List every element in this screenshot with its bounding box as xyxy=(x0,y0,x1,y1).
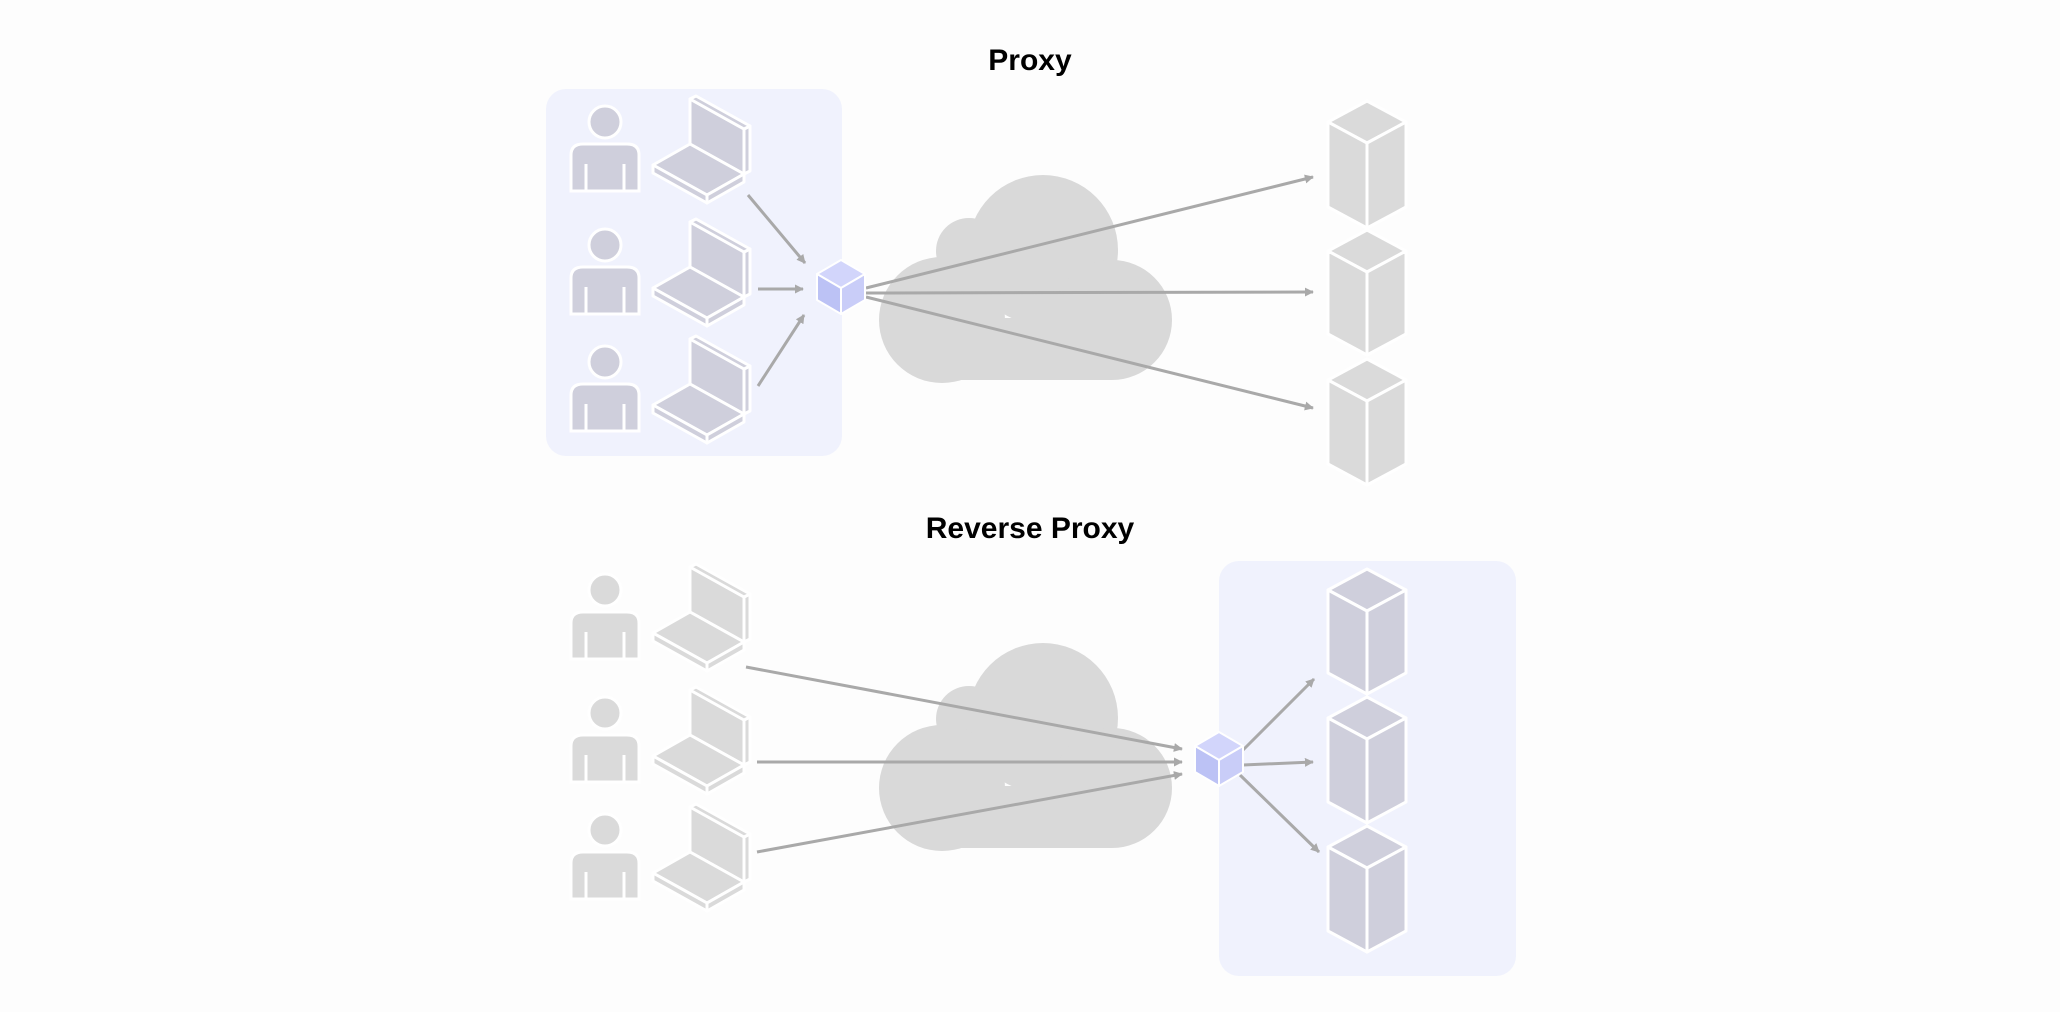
laptop-icon xyxy=(651,685,752,796)
arrow-proxy-to-server2 xyxy=(865,287,1314,297)
server-3 xyxy=(1326,824,1408,954)
client-2 xyxy=(569,685,752,796)
arrow-proxy-to-server3 xyxy=(1238,773,1321,854)
reverse-proxy-arrows xyxy=(745,665,1321,854)
arrow-client1-to-proxy xyxy=(745,665,1183,752)
arrow-client1-to-proxy xyxy=(746,194,807,264)
laptop-icon xyxy=(651,217,752,328)
client-2 xyxy=(569,217,752,328)
client-3 xyxy=(569,334,752,445)
server-1 xyxy=(1326,99,1408,230)
server-cube-icon xyxy=(1326,824,1408,954)
cloud-icon xyxy=(879,175,1172,383)
arrow-proxy-to-server1 xyxy=(1241,677,1316,752)
arrow-proxy-to-server2 xyxy=(1242,757,1314,767)
arrow-proxy-to-server3 xyxy=(865,295,1314,411)
arrow-client3-to-proxy xyxy=(756,314,806,387)
client-1 xyxy=(569,562,752,673)
server-cube-icon xyxy=(1326,357,1408,487)
laptop-icon xyxy=(651,334,752,445)
user-icon xyxy=(569,344,641,433)
proxy-title: Proxy xyxy=(988,44,1072,77)
server-cube-icon xyxy=(1326,99,1408,230)
user-icon xyxy=(569,572,641,661)
server-cube-icon xyxy=(1326,228,1408,357)
arrow-client3-to-proxy xyxy=(756,771,1183,854)
proxy-section: Proxy xyxy=(546,44,1408,487)
reverse-proxy-title: Reverse Proxy xyxy=(926,512,1135,545)
user-icon xyxy=(569,104,641,193)
server-3 xyxy=(1326,357,1408,487)
laptop-icon xyxy=(651,94,752,205)
server-cube-icon xyxy=(1326,567,1408,696)
user-icon xyxy=(569,695,641,784)
proxy-cube-icon xyxy=(816,259,866,315)
server-1 xyxy=(1326,567,1408,696)
server-2 xyxy=(1326,228,1408,357)
proxy-cube-icon xyxy=(1194,731,1244,787)
server-cube-icon xyxy=(1326,695,1408,825)
client-3 xyxy=(569,802,752,913)
laptop-icon xyxy=(651,562,752,673)
reverse-proxy-section: Reverse Proxy xyxy=(569,512,1516,976)
client-1 xyxy=(569,94,752,205)
user-icon xyxy=(569,227,641,316)
laptop-icon xyxy=(651,802,752,913)
user-icon xyxy=(569,812,641,901)
proxy-arrows xyxy=(746,174,1314,411)
cloud-icon xyxy=(879,643,1172,851)
arrow-proxy-to-server1 xyxy=(865,174,1314,290)
server-2 xyxy=(1326,695,1408,825)
